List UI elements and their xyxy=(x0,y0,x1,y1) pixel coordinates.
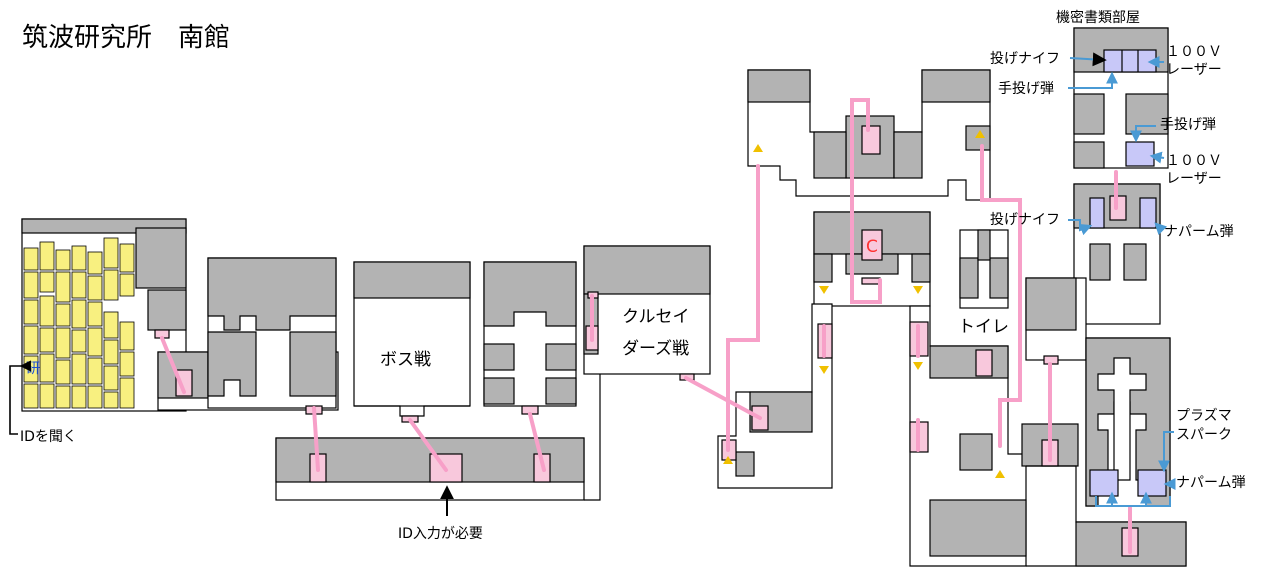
save-point-label: C xyxy=(866,237,878,257)
south-corridor xyxy=(275,295,601,501)
item-napalm-mid: ナパーム弾 xyxy=(1164,224,1234,240)
save-room xyxy=(813,211,931,307)
item-throwing-knife-mid: 投げナイフ xyxy=(990,212,1060,228)
toilet-room xyxy=(959,229,1009,309)
stairs-markers xyxy=(723,130,1005,478)
item-100v-laser-top-2: レーザー xyxy=(1166,62,1222,78)
southeast-hall xyxy=(909,305,1027,567)
locker-grid xyxy=(23,237,135,409)
crusaders-label-2: ダーズ戦 xyxy=(622,339,689,359)
east-tower xyxy=(1073,27,1169,169)
item-napalm-bottom: ナパーム弾 xyxy=(1176,475,1246,491)
crusaders-label-1: クルセイ xyxy=(622,307,690,327)
item-plasma-spark-1: プラズマ xyxy=(1176,408,1232,424)
ask-id-bracket xyxy=(9,360,31,435)
item-plasma-spark-2: スパーク xyxy=(1176,427,1232,443)
item-100v-laser-mid-2: レーザー xyxy=(1166,171,1222,187)
boss-room-label: ボス戦 xyxy=(380,350,431,370)
ask-id-label: IDを聞く xyxy=(20,429,77,445)
item-hand-grenade-top: 手投げ弾 xyxy=(998,81,1054,97)
toilet-label: トイレ xyxy=(958,317,1009,337)
map-title: 筑波研究所 南館 xyxy=(22,23,230,53)
east-side-room xyxy=(1025,277,1087,365)
item-throwing-knife-top: 投げナイフ xyxy=(990,51,1060,67)
route-paths xyxy=(160,98,1132,554)
item-100v-laser-top-1: １００Ｖ xyxy=(1166,44,1222,60)
plasma-room xyxy=(1075,337,1187,567)
id-required-label: ID入力が必要 xyxy=(398,526,483,542)
lab-marker: 研 xyxy=(26,361,40,377)
east-room-small xyxy=(483,261,577,415)
item-hand-grenade-mid: 手投げ弾 xyxy=(1160,117,1216,133)
secret-docs-room-label: 機密書類部屋 xyxy=(1056,9,1140,26)
center-east-corridor xyxy=(717,303,833,489)
north-building xyxy=(747,69,991,201)
west-hall xyxy=(207,257,337,415)
item-100v-laser-mid-1: １００Ｖ xyxy=(1166,153,1222,169)
boss-room xyxy=(353,261,471,423)
